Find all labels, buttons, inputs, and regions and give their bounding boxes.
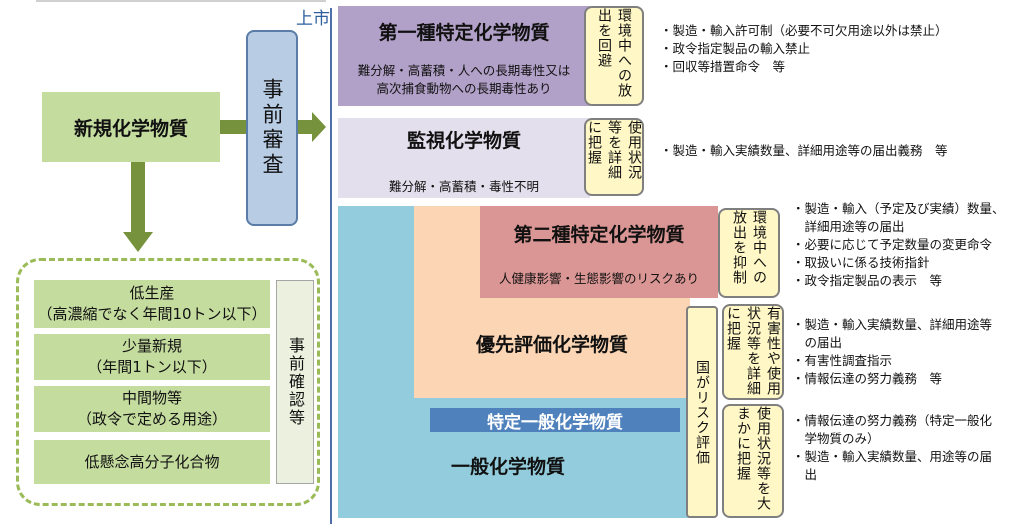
exemption-1-line2: （高濃縮でなく年間10トン以下） — [37, 305, 267, 323]
market-label: 上市 — [296, 9, 330, 29]
class2-notes: ・製造・輸入（予定及び実績）数量、 詳細用途等の届出 ・必要に応じて予定数量の変… — [792, 200, 1005, 290]
arrow-down — [131, 162, 145, 234]
monitor-measure: 使用状況等を詳細に把握 — [586, 120, 642, 180]
general-note: 出 — [792, 467, 818, 482]
exemption-polymer: 低懸念高分子化合物 — [34, 440, 270, 484]
monitor-title: 監視化学物質 — [406, 130, 521, 152]
class1-measure: 環境中への放出を回避 — [596, 8, 632, 98]
priority-measure: 有害性や使用状況等を詳細に把握 — [725, 306, 781, 396]
class1-title: 第一種特定化学物質 — [378, 22, 550, 44]
priority-title: 優先評価化学物質 — [475, 334, 628, 356]
priority-note: ・製造・輸入実績数量、詳細用途等 — [792, 317, 993, 332]
class1-note: ・回収等措置命令 等 — [660, 59, 786, 74]
class1-desc-line1: 難分解・高蓄積・人への長期毒性又は — [357, 63, 571, 78]
exemption-intermediate: 中間物等 （政令で定める用途） — [34, 386, 270, 432]
priority-measure-box: 有害性や使用状況等を詳細に把握 — [722, 304, 784, 400]
class1-desc: 難分解・高蓄積・人への長期毒性又は 高次捕食動物への長期毒性あり — [338, 62, 590, 98]
class2-measure-box: 環境中への放出を抑制 — [718, 208, 780, 298]
monitor-box — [338, 118, 590, 198]
top-divider — [36, 0, 326, 2]
priority-note: の届出 — [792, 335, 843, 350]
new-substance-label: 新規化学物質 — [73, 117, 188, 140]
class2-measure: 環境中への放出を抑制 — [731, 210, 767, 285]
class2-box — [480, 206, 718, 298]
monitor-note: ・製造・輸入実績数量、詳細用途等の届出義務 等 — [660, 143, 948, 158]
class2-note: ・製造・輸入（予定及び実績）数量、 — [792, 201, 1005, 216]
general-notes: ・情報伝達の努力義務（特定一般化 学物質のみ） ・製造・輸入実績数量、用途等の届… — [792, 412, 992, 484]
arrow-right-1 — [220, 120, 246, 134]
exemption-3-line1: 中間物等 — [121, 389, 182, 407]
exemption-small-quantity: 少量新規 （年間1トン以下） — [34, 334, 270, 380]
class1-note: ・政令指定製品の輸入禁止 — [660, 41, 811, 56]
exemption-2-line1: 少量新規 — [121, 337, 182, 355]
exemption-low-production: 低生産 （高濃縮でなく年間10トン以下） — [34, 280, 270, 328]
class1-box — [338, 6, 590, 106]
class1-notes: ・製造・輸入許可制（必要不可欠用途以外は禁止） ・政令指定製品の輸入禁止 ・回収… — [660, 22, 948, 76]
prior-confirmation-box: 事前確認等 — [276, 280, 314, 484]
prior-confirmation-label: 事前確認等 — [286, 337, 305, 427]
exemption-4-line1: 低懸念高分子化合物 — [84, 452, 220, 471]
monitor-measure-box: 使用状況等を詳細に把握 — [584, 118, 644, 196]
class1-measure-box: 環境中への放出を回避 — [584, 6, 644, 106]
risk-evaluation-box: 国がリスク評価 — [686, 306, 718, 518]
monitor-desc: 難分解・高蓄積・毒性不明 — [388, 179, 539, 194]
arrow-right-2 — [298, 120, 314, 134]
class2-note: ・政令指定製品の表示 等 — [792, 273, 943, 288]
class1-desc-line2: 高次捕食動物への長期毒性あり — [376, 81, 552, 96]
specific-general-label: 特定一般化学物質 — [487, 412, 623, 433]
class2-title: 第二種特定化学物質 — [513, 224, 685, 246]
general-measure: 使用状況等を大まかに把握 — [735, 406, 771, 511]
market-line — [330, 8, 332, 524]
class2-note: ・取扱いに係る技術指針 — [792, 255, 930, 270]
class1-note: ・製造・輸入許可制（必要不可欠用途以外は禁止） — [660, 23, 948, 38]
exemption-2-line2: （年間1トン以下） — [87, 358, 217, 376]
specific-general-bar: 特定一般化学物質 — [430, 408, 680, 433]
exemption-group — [16, 258, 320, 506]
prior-review-box: 事前審査 — [246, 30, 298, 226]
arrow-down-head — [123, 232, 153, 252]
prior-review-label: 事前審査 — [260, 78, 284, 178]
general-title: 一般化学物質 — [450, 456, 565, 478]
arrow-right-2-head — [312, 112, 326, 142]
class2-note: 詳細用途等の届出 — [792, 219, 905, 234]
general-note: ・情報伝達の努力義務（特定一般化 — [792, 413, 993, 428]
class2-desc: 人健康影響・生態影響のリスクあり — [498, 271, 699, 286]
class2-note: ・必要に応じて予定数量の変更命令 — [792, 237, 993, 252]
priority-note: ・有害性調査指示 — [792, 353, 893, 368]
priority-note: ・情報伝達の努力義務 等 — [792, 371, 943, 386]
general-note: 学物質のみ） — [792, 431, 880, 446]
exemption-3-line2: （政令で定める用途） — [76, 410, 227, 428]
priority-notes: ・製造・輸入実績数量、詳細用途等 の届出 ・有害性調査指示 ・情報伝達の努力義務… — [792, 316, 992, 388]
exemption-1-line1: 低生産 — [129, 284, 175, 302]
general-note: ・製造・輸入実績数量、用途等の届 — [792, 449, 993, 464]
new-substance-box: 新規化学物質 — [42, 92, 220, 162]
monitor-notes: ・製造・輸入実績数量、詳細用途等の届出義務 等 — [660, 142, 948, 160]
general-measure-box: 使用状況等を大まかに把握 — [722, 404, 784, 518]
risk-evaluation-label: 国がリスク評価 — [694, 359, 710, 465]
